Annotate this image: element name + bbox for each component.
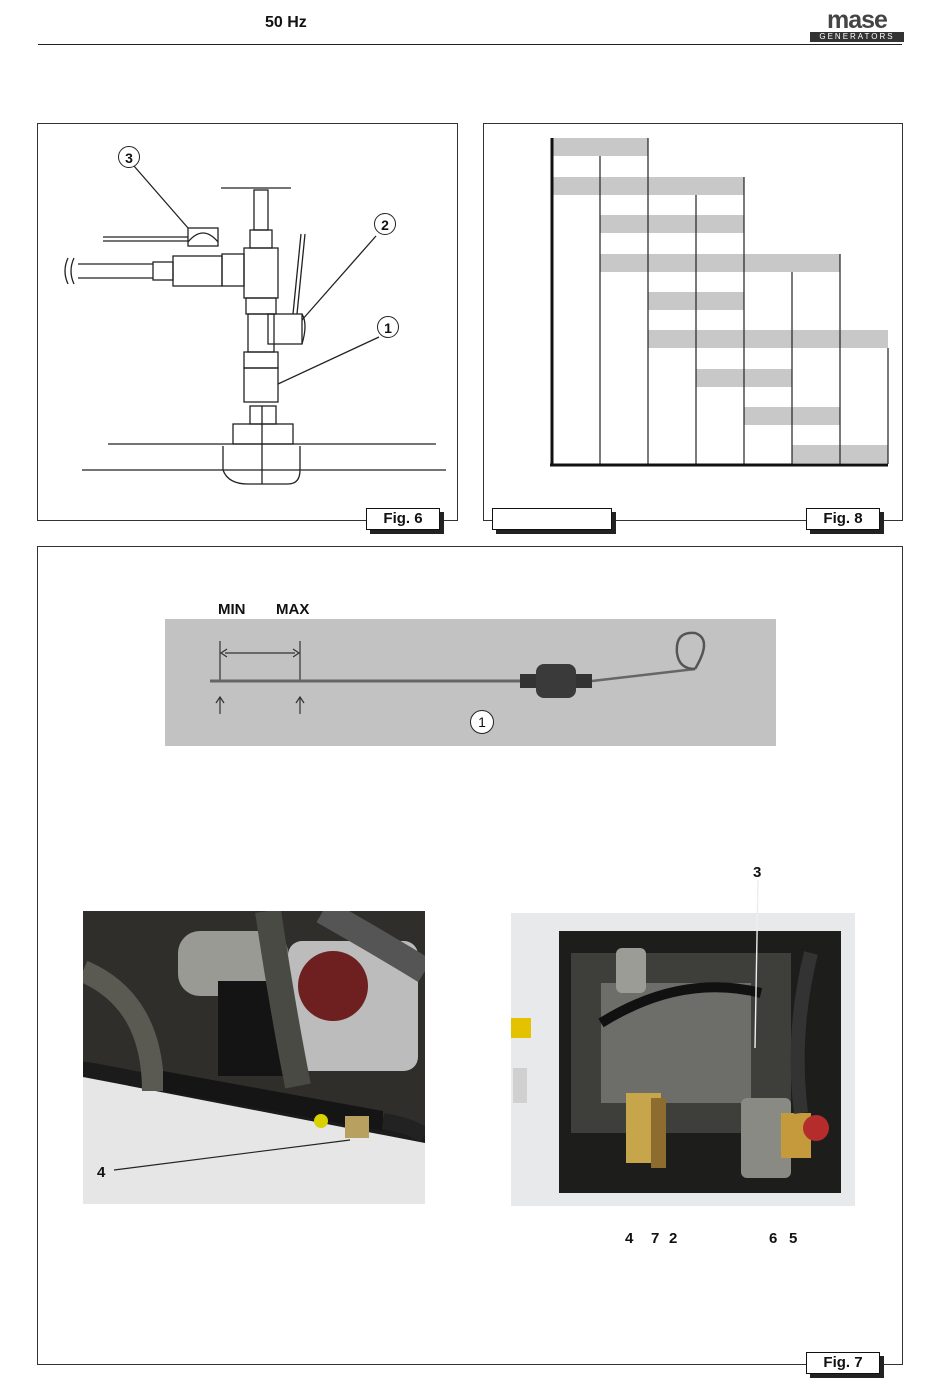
mase-logo: mase GENERATORS [810, 10, 904, 42]
right-photo-leader-3 [700, 878, 800, 1248]
logo-subtitle: GENERATORS [810, 32, 904, 42]
logo-wordmark: mase [810, 10, 904, 31]
dipstick-min-label: MIN [218, 601, 246, 618]
right-photo-callout-6: 6 [769, 1230, 777, 1247]
left-photo-callout-4: 4 [97, 1164, 105, 1181]
right-photo-callout-4: 4 [625, 1230, 633, 1247]
fig6-callout-2: 2 [374, 213, 396, 235]
dipstick-photo: 1 [165, 619, 776, 746]
fig8-panel [483, 123, 903, 521]
engine-photo-right [511, 913, 855, 1206]
fig6-panel: 3 2 1 [37, 123, 458, 521]
engine-right-illustration [511, 913, 855, 1206]
header-rule [38, 44, 902, 45]
fig8-blank-label [492, 508, 612, 530]
header-frequency: 50 Hz [265, 14, 307, 32]
fig6-label: Fig. 6 [366, 508, 440, 530]
right-photo-callout-5: 5 [789, 1230, 797, 1247]
fig7-label: Fig. 7 [806, 1352, 880, 1374]
left-photo-leader [100, 1130, 360, 1190]
right-photo-callout-7: 7 [651, 1230, 659, 1247]
dipstick-callout-1: 1 [470, 710, 494, 734]
fig6-callout-3: 3 [118, 146, 140, 168]
fig8-label: Fig. 8 [806, 508, 880, 530]
right-photo-callout-2: 2 [669, 1230, 677, 1247]
dipstick-max-label: MAX [276, 601, 309, 618]
schedule-table [484, 124, 902, 520]
fig6-callout-1: 1 [377, 316, 399, 338]
